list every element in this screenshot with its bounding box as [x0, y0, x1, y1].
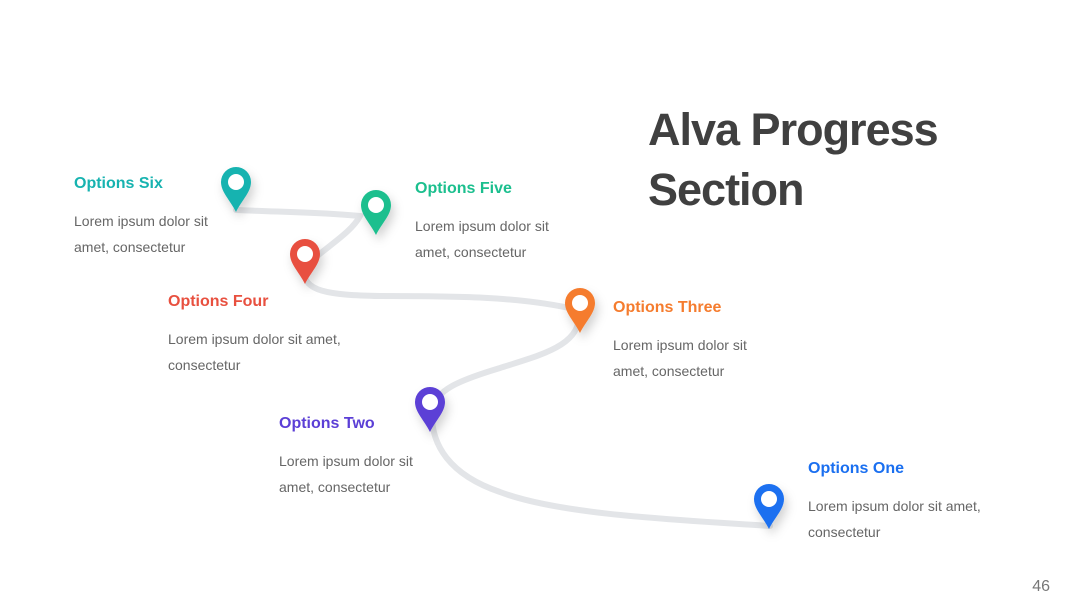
option-one: Options One Lorem ipsum dolor sit amet, … — [808, 459, 998, 545]
option-four-description: Lorem ipsum dolor sit amet, consectetur — [168, 331, 341, 373]
option-five-description: Lorem ipsum dolor sit amet, consectetur — [415, 218, 549, 260]
pin-five-icon — [361, 190, 391, 235]
option-five-title: Options Five — [415, 180, 512, 197]
option-four-title: Options Four — [168, 293, 269, 310]
pin-three-icon — [565, 288, 595, 333]
pin-one-icon — [754, 484, 784, 529]
option-six-description: Lorem ipsum dolor sit amet, consectetur — [74, 213, 208, 255]
option-five: Options Five Lorem ipsum dolor sit amet,… — [415, 179, 565, 265]
option-two-description: Lorem ipsum dolor sit amet, consectetur — [279, 453, 413, 495]
option-six-title: Options Six — [74, 175, 163, 192]
pin-two-icon — [415, 387, 445, 432]
slide-title: Alva Progress Section — [648, 104, 939, 215]
option-one-description: Lorem ipsum dolor sit amet, consectetur — [808, 498, 981, 540]
option-three-title: Options Three — [613, 299, 722, 316]
page-number: 46 — [1032, 578, 1050, 595]
option-two-title: Options Two — [279, 415, 375, 432]
option-one-title: Options One — [808, 460, 904, 477]
pin-four-icon — [290, 239, 320, 284]
option-four: Options Four Lorem ipsum dolor sit amet,… — [168, 292, 358, 378]
option-six: Options Six Lorem ipsum dolor sit amet, … — [74, 174, 224, 260]
option-three-description: Lorem ipsum dolor sit amet, consectetur — [613, 337, 747, 379]
pin-six-icon — [221, 167, 251, 212]
option-three: Options Three Lorem ipsum dolor sit amet… — [613, 298, 763, 384]
option-two: Options Two Lorem ipsum dolor sit amet, … — [279, 414, 419, 500]
